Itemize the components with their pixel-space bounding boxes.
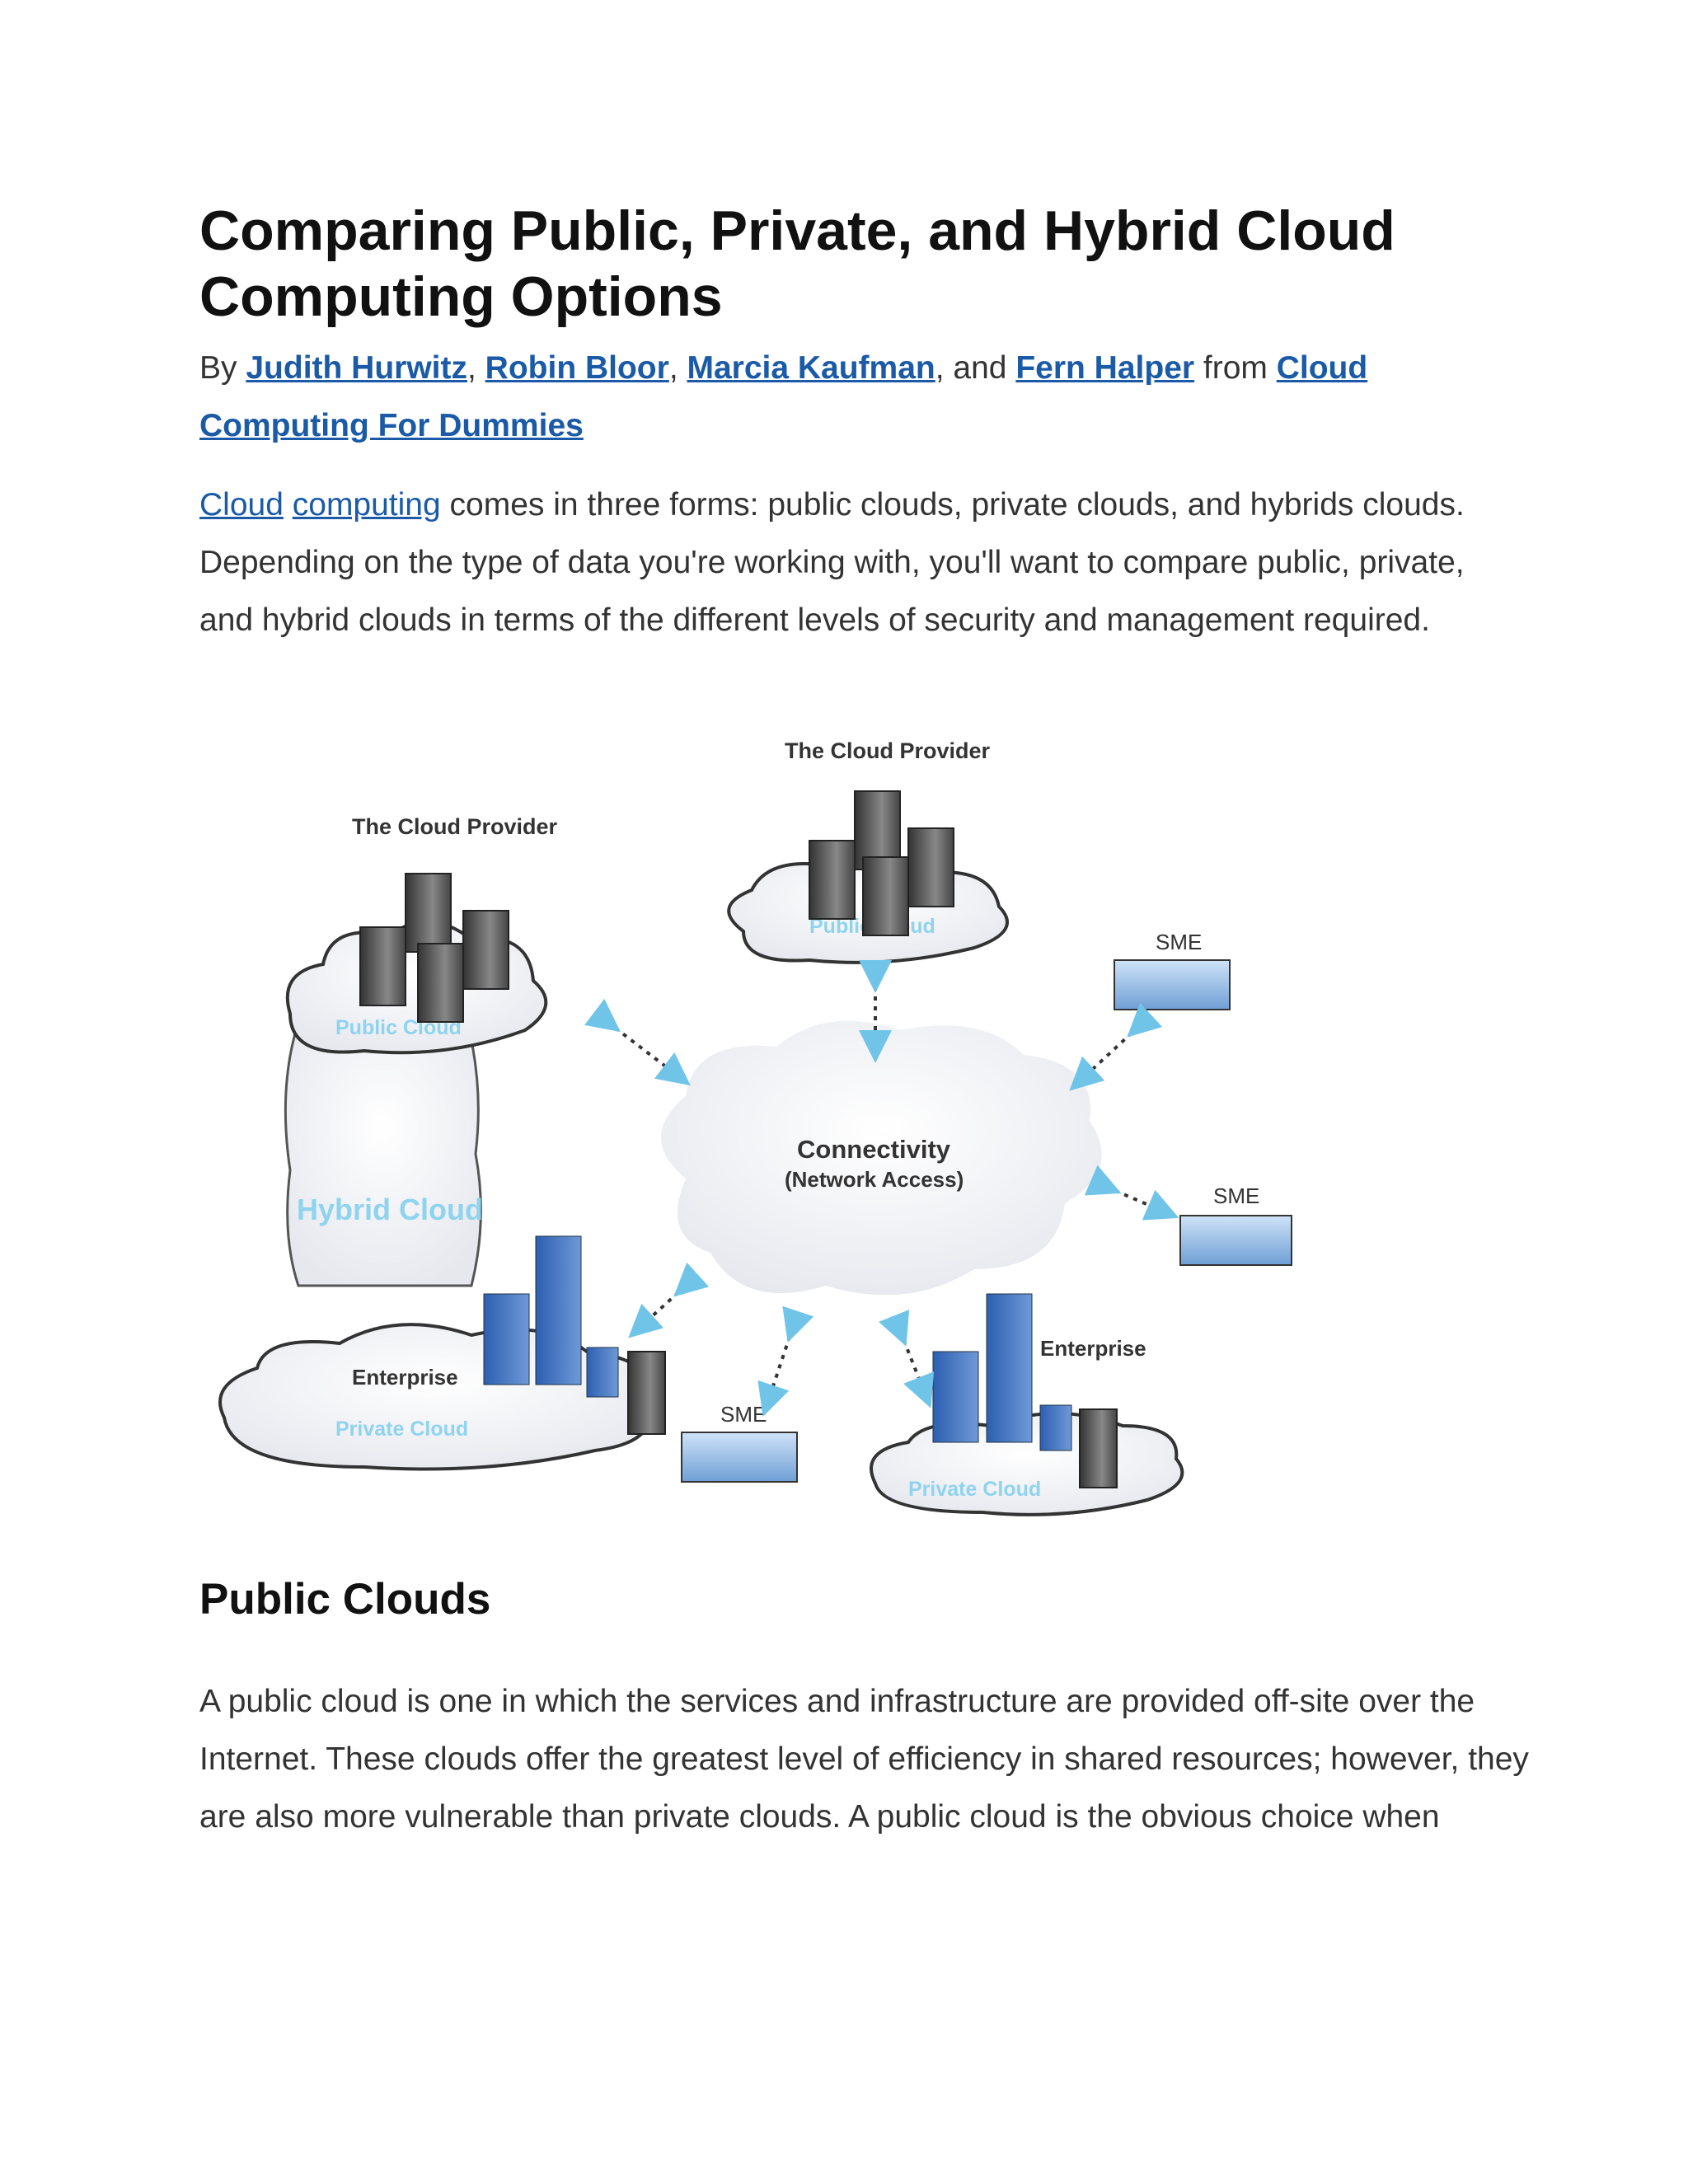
server-icon [1079,1408,1118,1488]
arrow-sme-mid [1084,1165,1179,1221]
sme-building-icon [1114,959,1231,1010]
sme-bottom: SME [681,1402,798,1483]
intro-text: comes in three forms: public clouds, pri… [199,487,1465,638]
enterprise-label-left: Enterprise [352,1365,458,1390]
network-access-label: (Network Access) [785,1167,964,1192]
private-cloud-label-right: Private Cloud [908,1478,1041,1501]
intro-paragraph: Cloud computing comes in three forms: pu… [199,476,1518,649]
sme-building-icon [681,1432,798,1483]
byline-sep: , and [935,350,1016,386]
hybrid-cloud-shape [284,1020,482,1287]
cloud-diagram: Hybrid Cloud The Cloud Provider Public C… [218,742,1292,1516]
building-icon [483,1293,530,1385]
provider-label-top: The Cloud Provider [785,742,991,763]
byline: By Judith Hurwitz, Robin Bloor, Marcia K… [199,340,1518,455]
server-cluster-top [809,790,954,936]
building-icon [586,1347,619,1398]
byline-sep: , [668,350,687,386]
author-link-bloor[interactable]: Robin Bloor [485,350,669,386]
section-heading: Public Clouds [199,1575,491,1624]
server-icon [359,926,406,1006]
server-icon [405,873,452,953]
author-link-halper[interactable]: Fern Halper [1015,350,1195,386]
server-icon [907,827,954,907]
server-icon [862,856,909,936]
server-icon [462,910,509,990]
server-icon [627,1351,666,1435]
sme-label: SME [720,1402,767,1427]
book-link[interactable]: Cloud Computing For Dummies [199,350,1368,443]
cloud-link[interactable]: Cloud [199,487,284,523]
private-cloud-label-left: Private Cloud [335,1418,468,1441]
arrow-sme-bottom [757,1305,814,1417]
server-cluster-left [359,873,509,1023]
byline-by: By [199,350,246,386]
left-private-cloud: Enterprise Private Cloud [218,1323,653,1471]
computing-link[interactable]: computing [292,487,441,523]
arrow-left-public [584,998,691,1086]
author-link-kaufman[interactable]: Marcia Kaufman [687,350,935,386]
enterprise-buildings-left [483,1235,666,1435]
byline-from: from [1194,350,1277,386]
provider-label-left: The Cloud Provider [352,814,558,839]
hybrid-cloud-label: Hybrid Cloud [297,1193,483,1226]
building-icon [932,1351,979,1443]
arrow-sme-top [1069,1002,1163,1091]
sme-label: SME [1213,1183,1259,1208]
article: Comparing Public, Private, and Hybrid Cl… [199,198,1529,1835]
enterprise-label-right: Enterprise [1040,1336,1146,1361]
enterprise-buildings-right [932,1293,1118,1488]
server-icon [417,943,464,1023]
sme-top-right: SME [1114,930,1231,1010]
section-paragraph: A public cloud is one in which the servi… [199,1684,1529,1835]
building-icon [535,1235,582,1385]
server-icon [809,840,856,920]
connection-arrows [584,960,1179,1417]
sme-mid-right: SME [1179,1183,1292,1266]
connectivity-label: Connectivity [797,1135,951,1164]
arrow-left-private [628,1262,710,1338]
author-link-hurwitz[interactable]: Judith Hurwitz [246,350,467,386]
byline-sep: , [467,350,485,386]
sme-label: SME [1156,930,1202,954]
building-icon [1039,1404,1072,1451]
connectivity-cloud: Connectivity (Network Access) [661,1020,1102,1296]
sme-building-icon [1179,1215,1292,1266]
building-icon [986,1293,1033,1443]
arrow-right-private [879,1310,935,1408]
page-title: Comparing Public, Private, and Hybrid Cl… [199,199,1395,328]
